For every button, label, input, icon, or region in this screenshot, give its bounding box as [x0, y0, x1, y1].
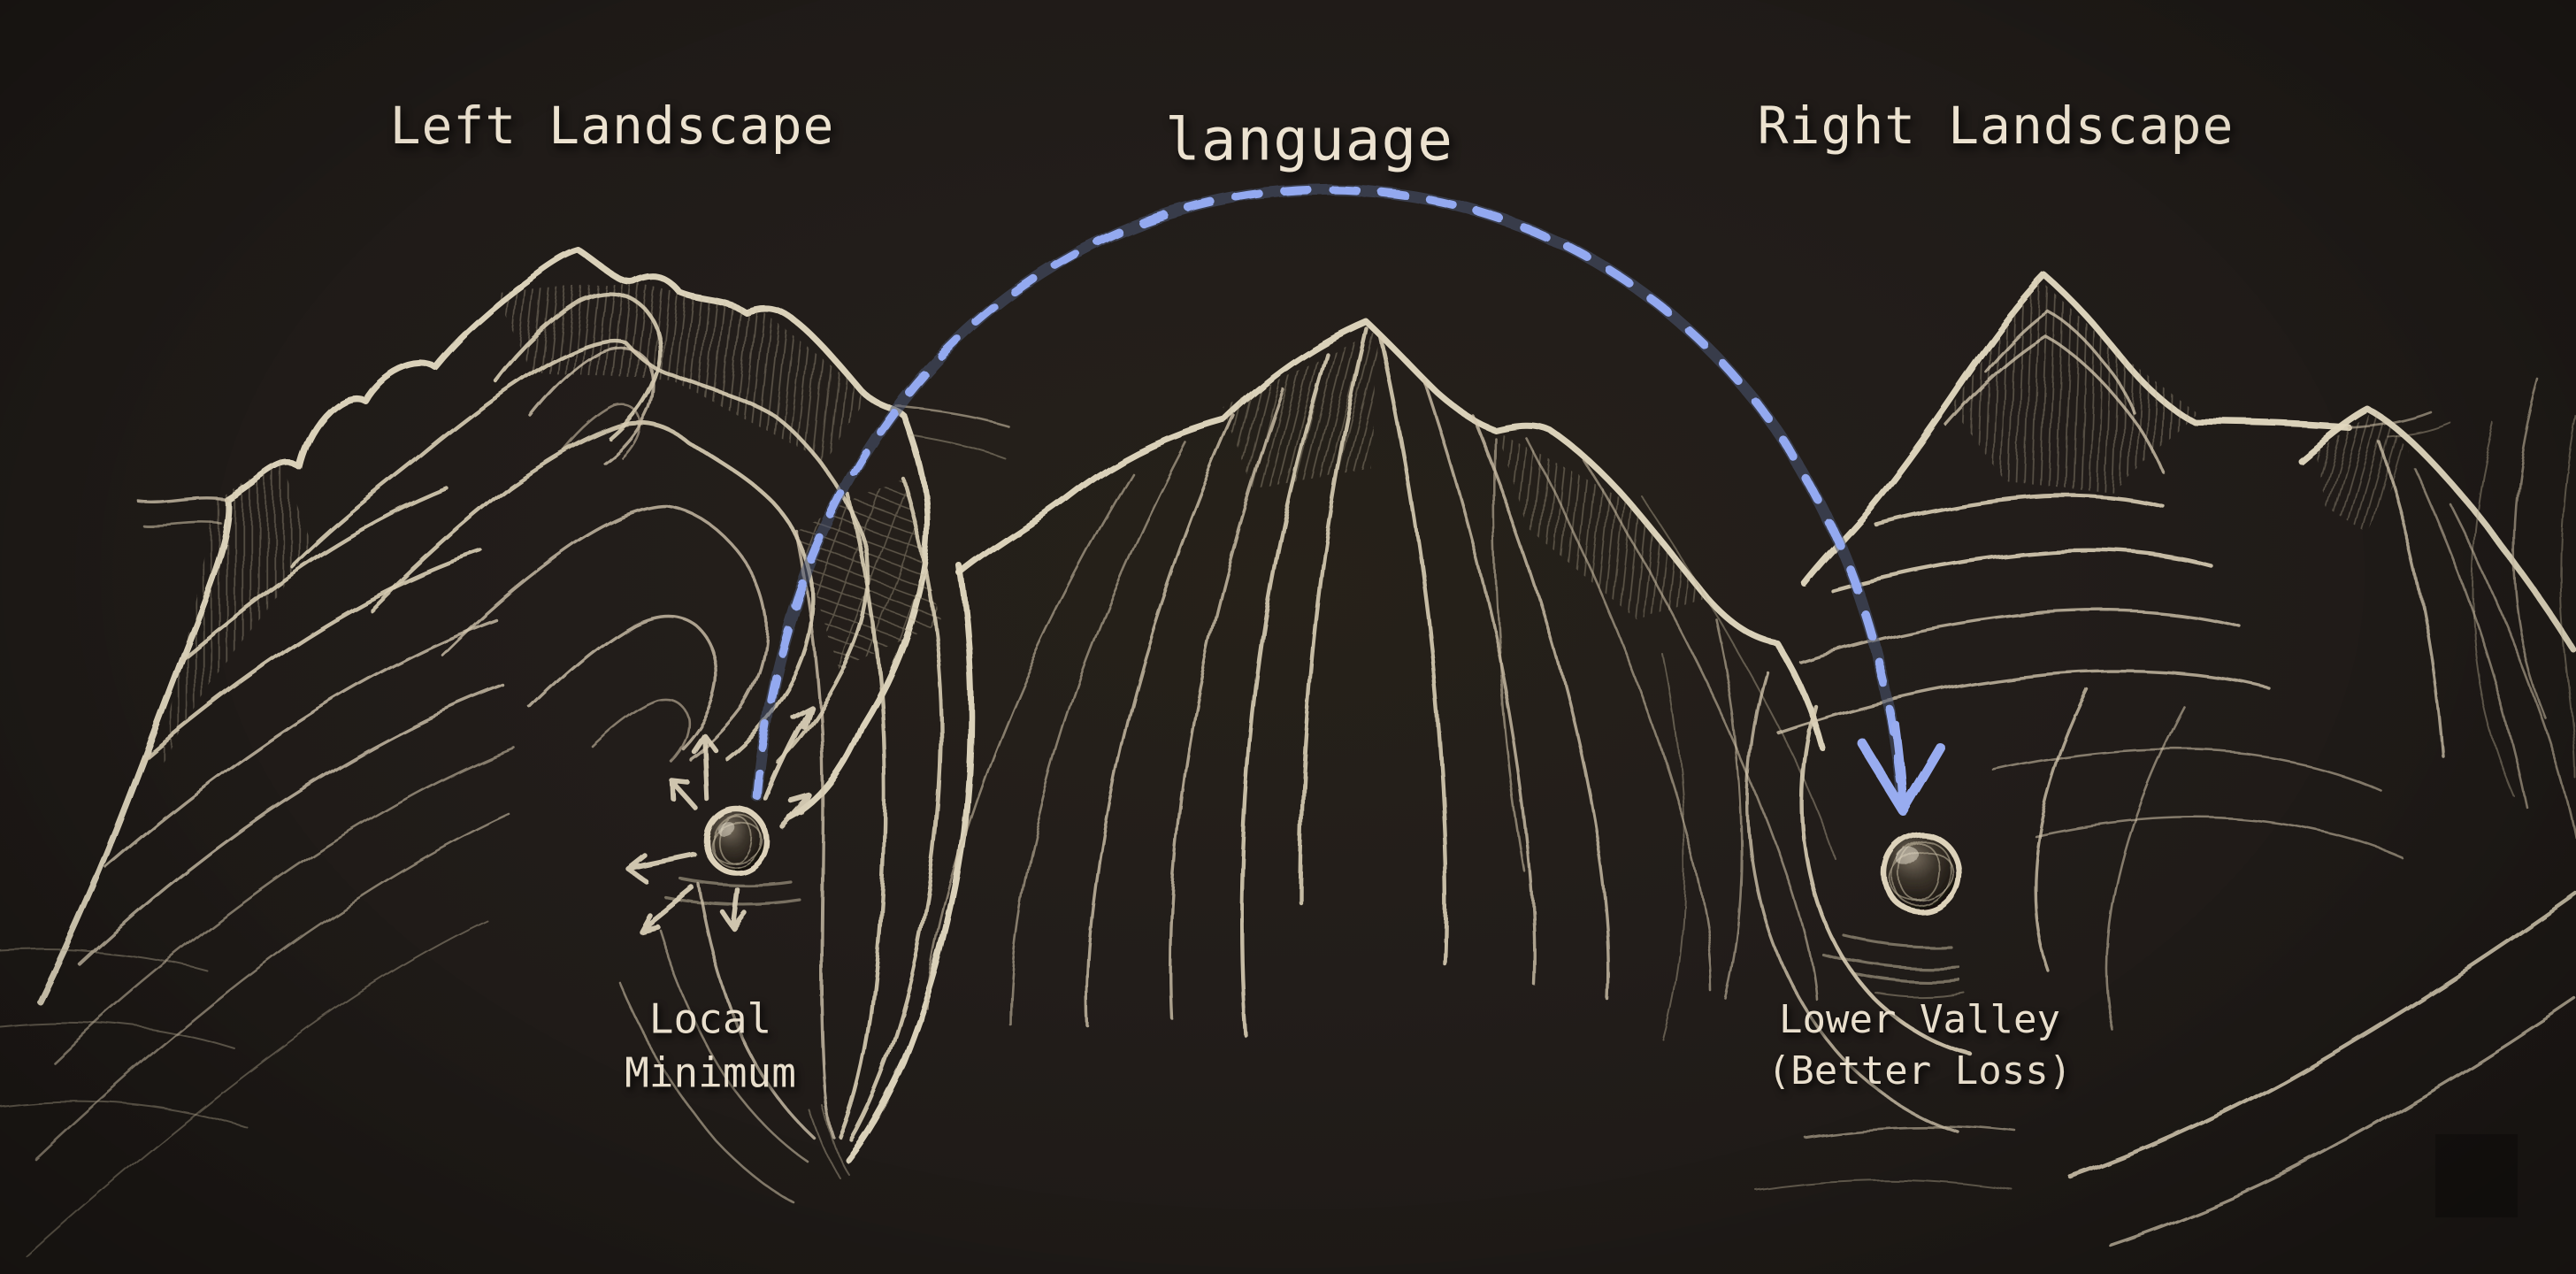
local-minimum-label: Local Minimum	[625, 992, 796, 1099]
language-title: language	[1165, 105, 1453, 174]
arc-solid-tail	[1891, 721, 1907, 802]
local-minimum-label-line2: Minimum	[625, 1048, 796, 1096]
right-landscape-title: Right Landscape	[1757, 96, 2235, 156]
arc-arrowhead	[1855, 736, 1945, 816]
language-transfer-arc	[751, 184, 1945, 816]
watermark-square	[2435, 1134, 2518, 1217]
local-minimum-group	[626, 704, 814, 932]
escape-arrows	[626, 704, 814, 932]
local-minimum-ball	[702, 805, 770, 876]
lower-valley-ball	[1881, 831, 1962, 916]
arc-dashes	[753, 185, 1906, 805]
right-landscape-mountains	[1747, 272, 2576, 1247]
lower-valley-label: Lower Valley (Better Loss)	[1767, 994, 2072, 1097]
left-landscape-title: Left Landscape	[389, 96, 835, 156]
local-minimum-label-line1: Local	[648, 994, 772, 1043]
lower-valley-label-line1: Lower Valley	[1779, 996, 2060, 1042]
lower-valley-label-line2: (Better Loss)	[1767, 1048, 2073, 1094]
center-mountains	[893, 318, 1837, 1040]
lower-valley-group	[1821, 831, 1965, 998]
arc-underlay	[751, 184, 1908, 807]
left-landscape-mountains	[0, 248, 975, 1257]
